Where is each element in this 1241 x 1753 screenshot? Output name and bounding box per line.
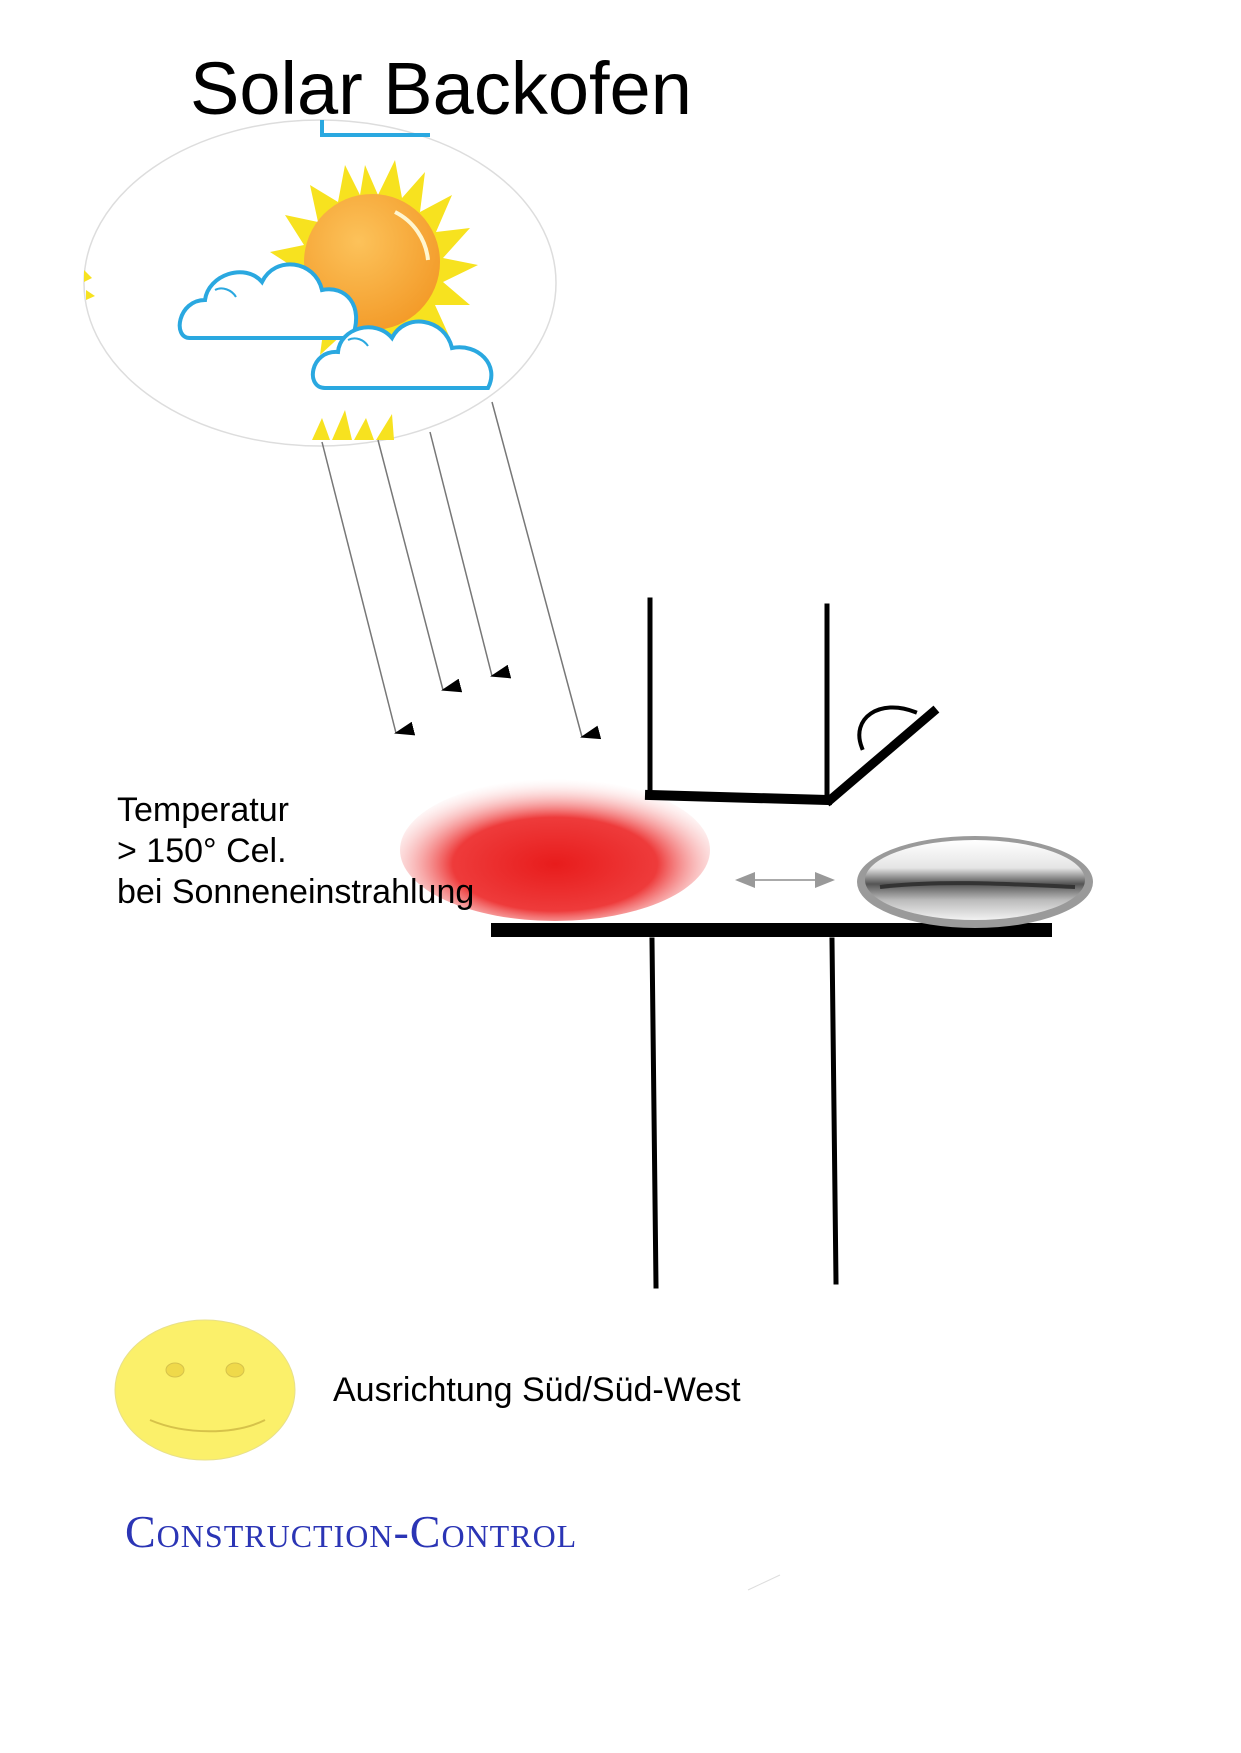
cloud-icon: [177, 262, 494, 390]
sun-ray-fragment-left: [84, 270, 95, 300]
sunlight-rays: [321, 401, 602, 740]
ray-3: [429, 431, 512, 679]
ray-2: [377, 439, 463, 693]
smiley-icon: [114, 1319, 296, 1461]
oven-structure: [491, 597, 1052, 1289]
oven-door: [823, 705, 940, 807]
ray-4: [491, 401, 602, 740]
weather-illustration: [83, 119, 557, 447]
orientation-label: Ausrichtung Süd/Süd-West: [333, 1371, 741, 1409]
heat-zone: [400, 779, 710, 921]
temperature-label-line2: > 150° Cel.: [117, 832, 287, 870]
sun-ray-fragment-bottom: [312, 410, 394, 440]
brand-name: Construction-Control: [125, 1506, 578, 1557]
baking-tray: [857, 836, 1093, 928]
page-title: Solar Backofen: [190, 47, 692, 130]
double-arrow-icon: [735, 872, 835, 888]
chimney-bottom: [644, 789, 833, 806]
small-cloud-top-icon: [320, 120, 430, 137]
door-handle: [857, 705, 918, 751]
temperature-label: Temperatur > 150° Cel. bei Sonneneinstra…: [117, 790, 474, 913]
support-right-leg: [829, 937, 839, 1285]
temperature-label-line1: Temperatur: [117, 791, 289, 829]
scan-mark: [747, 1574, 781, 1591]
ray-1: [321, 441, 416, 736]
temperature-label-line3: bei Sonneneinstrahlung: [117, 873, 475, 911]
support-left-leg: [649, 937, 659, 1289]
